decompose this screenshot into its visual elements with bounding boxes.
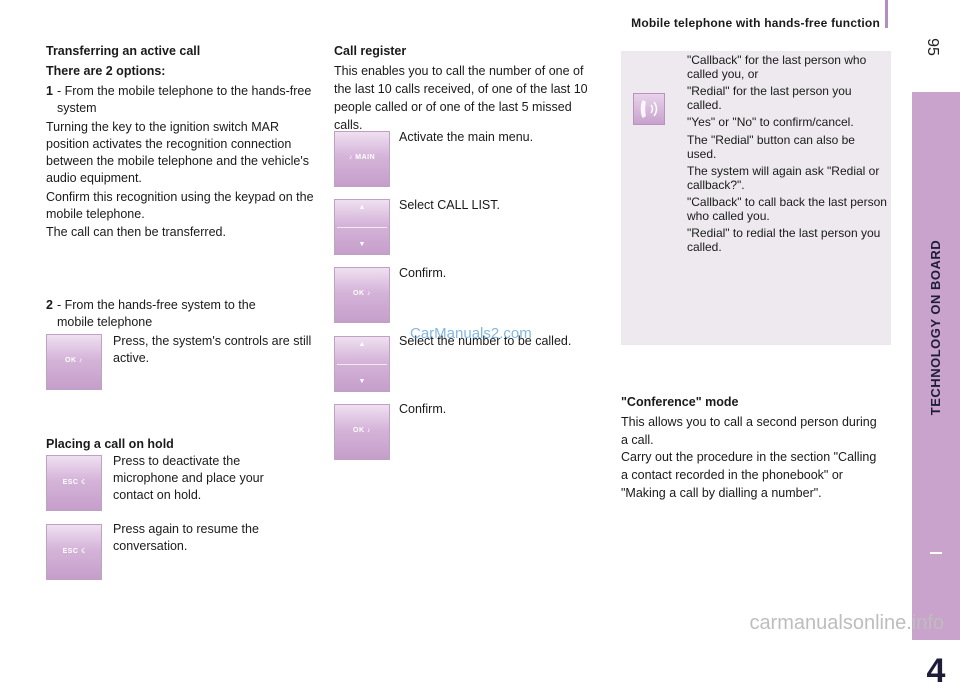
conference-paragraph-2: Carry out the procedure in the section "… [621, 450, 877, 500]
hold-instruction-2: Press again to resume the conversation. [113, 522, 259, 553]
up-down-button[interactable]: ▲ ▼ [334, 199, 390, 255]
step-confirm-1: Confirm. [399, 266, 447, 280]
hold-instruction-1: Press to deactivate the microphone and p… [113, 454, 264, 502]
page-number: 95 [924, 38, 941, 56]
section-heading-hold: Placing a call on hold [46, 437, 174, 451]
down-arrow-icon: ▼ [358, 241, 366, 248]
step-confirm-2: Confirm. [399, 402, 447, 416]
running-header: Mobile telephone with hands-free functio… [631, 16, 880, 30]
option-1-text: - From the mobile telephone to the hands… [57, 84, 312, 115]
chapter-tab: TECHNOLOGY ON BOARD 4 [912, 92, 960, 690]
option-2-text: - From the hands-free system to the mobi… [57, 298, 256, 329]
voice-line-5: The system will again ask "Redial or cal… [687, 164, 880, 192]
transfer-paragraph-2: Confirm this recognition using the keypa… [46, 190, 314, 221]
esc-button-resume-label: ESC ☇ [62, 548, 86, 555]
chapter-tab-label: TECHNOLOGY ON BOARD [928, 239, 944, 415]
voice-command-box: "Callback" for the last person who calle… [621, 51, 891, 345]
voice-line-7: "Redial" to redial the last person you c… [687, 226, 881, 254]
transfer-paragraph-1: Turning the key to the ignition switch M… [46, 120, 309, 185]
transfer-paragraph-3: The call can then be transferred. [46, 225, 226, 239]
ok-confirm-button-2[interactable]: OK ♪ [334, 404, 390, 460]
voice-line-4: The "Redial" button can also be used. [687, 133, 855, 161]
step-activate-menu: Activate the main menu. [399, 130, 534, 144]
header-rule [885, 0, 888, 28]
voice-line-3: "Yes" or "No" to confirm/cancel. [687, 115, 854, 129]
up-arrow-icon: ▲ [358, 204, 366, 211]
ok-confirm-button-label: OK ♪ [353, 290, 371, 297]
main-menu-button[interactable]: ♪ MAIN [334, 131, 390, 187]
section-heading-transfer: Transferring an active call [46, 44, 201, 58]
options-label: There are 2 options: [46, 64, 166, 78]
ok-button-label: OK ♪ [65, 357, 83, 364]
press-instruction: Press, the system's controls are still a… [113, 334, 312, 365]
esc-button-resume[interactable]: ESC ☇ [46, 524, 102, 580]
up-down-select-button[interactable]: ▲ ▼ [334, 336, 390, 392]
watermark-carmanuals: CarManuals2.com [410, 325, 532, 342]
step-select-call-list: Select CALL LIST. [399, 198, 500, 212]
ok-confirm-button[interactable]: OK ♪ [334, 267, 390, 323]
option-1-number: 1 [46, 84, 53, 98]
section-heading-conference: "Conference" mode [621, 395, 739, 409]
up-arrow-icon: ▲ [358, 341, 366, 348]
voice-line-2: "Redial" for the last person you called. [687, 84, 852, 112]
watermark-footer: carmanualsonline.info [749, 612, 944, 634]
voice-line-6: "Callback" to call back the last person … [687, 195, 887, 223]
voice-command-icon [633, 93, 665, 125]
ok-confirm-button-2-label: OK ♪ [353, 427, 371, 434]
option-2-number: 2 [46, 298, 53, 312]
down-arrow-icon: ▼ [358, 378, 366, 385]
esc-button[interactable]: ESC ☇ [46, 455, 102, 511]
chapter-number: 4 [926, 652, 946, 690]
ok-button[interactable]: OK ♪ [46, 334, 102, 390]
section-heading-call-register: Call register [334, 44, 407, 58]
chapter-tab-divider [930, 552, 942, 554]
conference-paragraph-1: This allows you to call a second person … [621, 415, 877, 447]
step-select-number: Select the number to be called. [399, 334, 572, 348]
main-menu-button-label: ♪ MAIN [348, 154, 376, 161]
call-register-intro: This enables you to call the number of o… [334, 64, 588, 132]
voice-line-1: "Callback" for the last person who calle… [687, 53, 867, 81]
esc-button-label: ESC ☇ [62, 479, 86, 486]
